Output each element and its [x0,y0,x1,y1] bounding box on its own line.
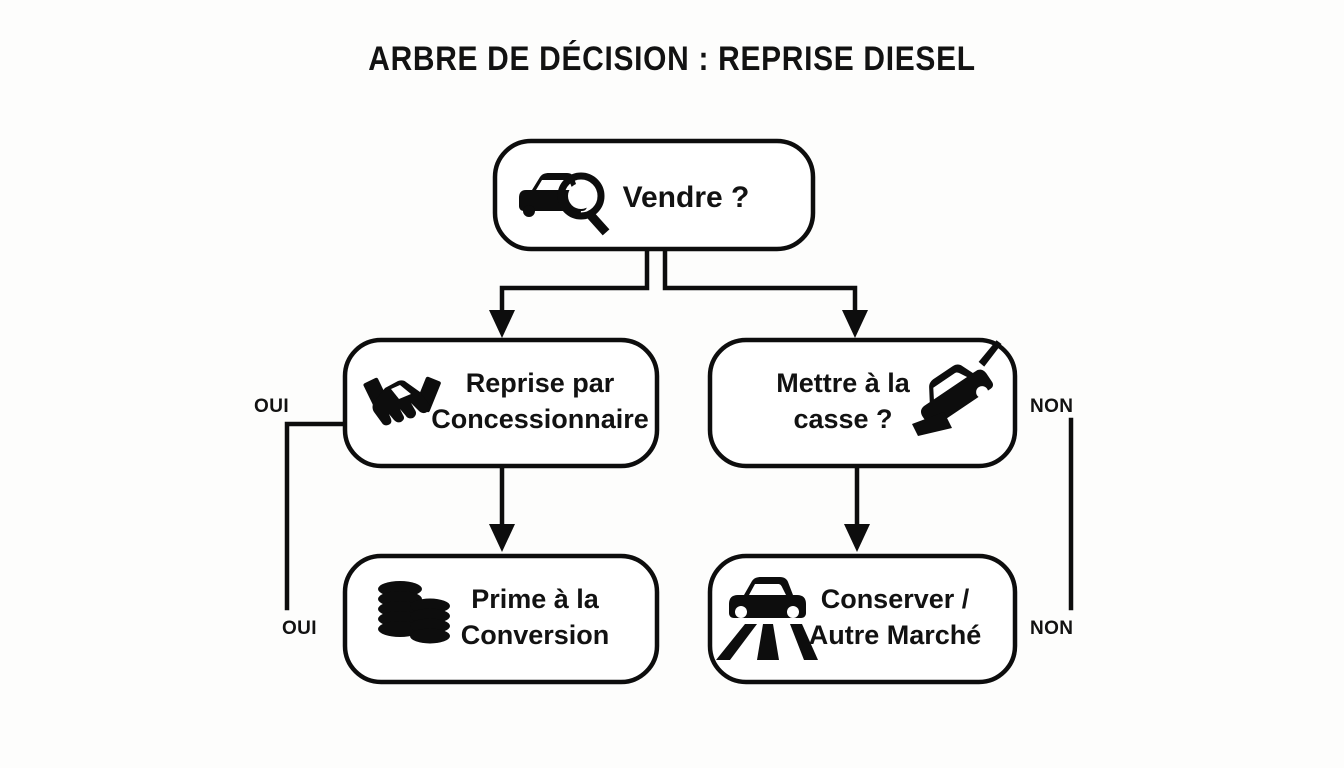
node-prime-box[interactable] [342,553,660,685]
connector-oui-rail [284,421,348,611]
node-conserver-box[interactable] [707,553,1018,685]
node-casse-label-line2: casse ? [793,404,892,434]
node-reprise-label-line2: Concessionnaire [431,404,649,434]
node-mettre-a-la-casse[interactable]: Mettre à la casse ? [707,337,1021,469]
node-reprise-concessionnaire[interactable]: Reprise par Concessionnaire [342,337,660,469]
edge-label-oui-bottom: OUI [282,618,317,639]
node-conserver-label-line1: Conserver / [821,584,970,614]
edge-label-oui-top: OUI [254,396,289,417]
edge-label-non-bottom: NON [1030,618,1073,639]
page-title: ARBRE DE DÉCISION : REPRISE DIESEL [368,40,976,78]
edge-label-non-top: NON [1030,396,1073,417]
scrapyard-ground-icon [912,412,952,436]
node-vendre[interactable]: Vendre ? [492,138,816,252]
node-conserver-autre-marche[interactable]: Conserver / Autre Marché [707,553,1018,685]
handshake-icon [363,376,441,426]
node-casse-box[interactable] [707,337,1018,469]
node-prime-label-line2: Conversion [461,620,610,650]
node-reprise-label-line1: Reprise par [466,368,615,398]
node-conserver-label-line2: Autre Marché [809,620,982,650]
arrow-head-reprise-to-prime [489,524,515,552]
coin-stacks-icon [378,581,450,644]
node-vendre-label: Vendre ? [623,181,750,214]
arrow-head-root-to-reprise [489,310,515,338]
node-prime-conversion[interactable]: Prime à la Conversion [342,553,660,685]
arrow-head-casse-to-conserver [844,524,870,552]
car-search-icon [519,172,610,236]
node-casse-label-line1: Mettre à la [776,368,911,398]
arrow-head-root-to-casse [842,310,868,338]
car-road-icon [716,577,818,660]
node-vendre-box[interactable] [492,138,816,252]
connector-root-split [499,245,858,321]
node-reprise-box[interactable] [342,337,660,469]
node-prime-label-line1: Prime à la [471,584,600,614]
